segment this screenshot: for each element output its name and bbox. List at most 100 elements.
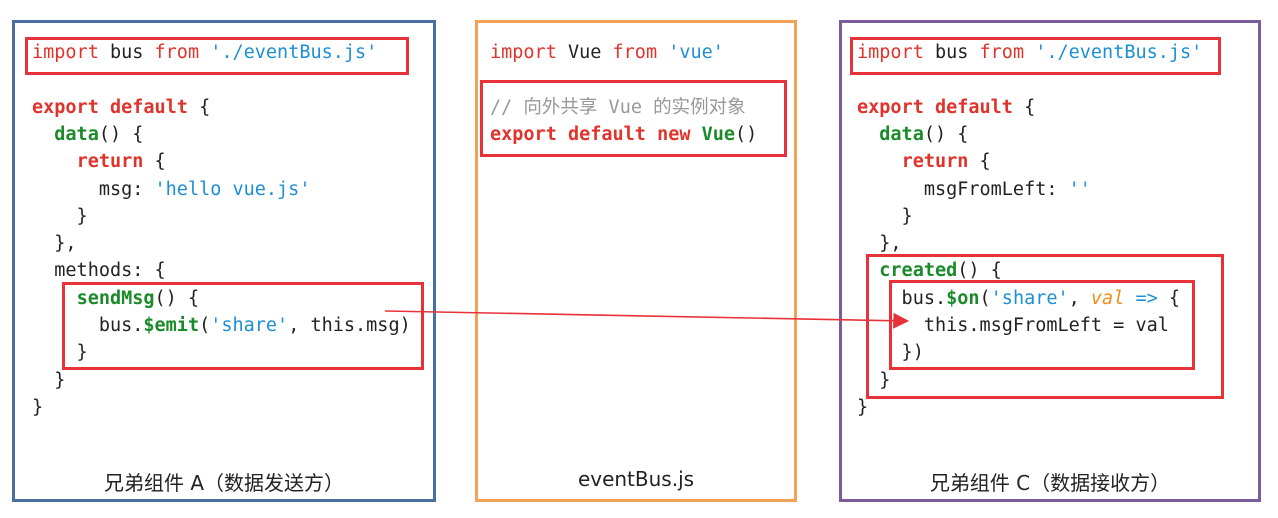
code-token: export default new [490, 123, 691, 145]
code-token: methods: { [32, 260, 166, 282]
code-token: { [1012, 96, 1036, 118]
code-token: './eventBus.js' [1035, 42, 1203, 63]
receiver-code-line: import bus from './eventBus.js' [857, 42, 1202, 64]
code-token: }, [857, 233, 902, 255]
code-token: { [187, 96, 211, 118]
code-token: data [54, 123, 99, 145]
code-token: '' [1068, 178, 1091, 200]
sender-code-line: }, [32, 233, 77, 255]
receiver-code-line: msgFromLeft: '' [857, 179, 1091, 201]
code-token: export default [32, 96, 188, 118]
code-token: from [612, 42, 658, 63]
receiver-code-line: } [857, 206, 913, 228]
code-token: export default [857, 96, 1013, 118]
receiver-code-line: bus.$on('share', val => { [857, 287, 1181, 310]
sender-code-line: } [32, 397, 43, 419]
code-token: { [143, 151, 166, 173]
sender-code-line: data() { [32, 124, 143, 146]
code-token: val [1090, 287, 1125, 309]
code-token: bus. [857, 287, 947, 309]
event-bus-code-line: // 向外共享 Vue 的实例对象 [490, 97, 746, 119]
code-token: , [1068, 287, 1091, 309]
send-method-highlight [62, 282, 424, 370]
code-token: }) [857, 342, 924, 364]
code-token [857, 124, 879, 145]
code-token: msgFromLeft: [857, 178, 1069, 200]
on-listener-highlight [889, 280, 1195, 370]
code-token: msg: [32, 178, 155, 200]
code-token: } [32, 205, 88, 227]
code-token: this.msgFromLeft = val [857, 315, 1169, 336]
sender-code-line: export default { [32, 97, 210, 119]
receiver-code-line: created() { [857, 260, 1002, 282]
code-token: ( [199, 315, 211, 336]
event-bus-panel [475, 20, 797, 502]
code-token: { [968, 151, 991, 173]
sender-code-line: return { [32, 151, 166, 173]
code-token: created [879, 260, 958, 282]
code-token: $emit [143, 315, 200, 336]
import-highlight-a [25, 37, 409, 75]
sender-component-panel [12, 20, 436, 502]
code-token: } [32, 396, 44, 418]
code-token [32, 124, 54, 145]
receiver-code-line: } [857, 397, 868, 419]
receiver-code-line: this.msgFromLeft = val [857, 315, 1169, 337]
code-token: Vue [701, 123, 736, 145]
event-bus-code-line: export default new Vue() [490, 124, 757, 146]
code-token [32, 151, 77, 172]
export-vue-highlight [480, 80, 787, 157]
created-hook-highlight [866, 254, 1224, 399]
code-token: } [32, 342, 88, 364]
code-token: './eventBus.js' [210, 42, 378, 63]
code-token: ( [979, 287, 991, 309]
code-token: import [490, 42, 557, 63]
code-token: 'hello vue.js' [154, 178, 311, 200]
receiver-caption: 兄弟组件 C（数据接收方） [929, 471, 1171, 495]
code-token: }, [32, 233, 77, 255]
receiver-code-line: }, [857, 233, 902, 255]
code-token: () { [957, 260, 1002, 282]
code-token: return [76, 151, 144, 173]
event-bus-code-line: import Vue from 'vue' [490, 42, 724, 64]
sender-caption: 兄弟组件 A（数据发送方） [103, 471, 345, 495]
code-token: 'share' [210, 315, 289, 336]
code-token: () { [98, 123, 144, 145]
sender-code-line: methods: { [32, 260, 166, 282]
code-token: } [857, 205, 913, 227]
code-token: data [879, 123, 924, 145]
code-token: { [1157, 287, 1181, 309]
code-token: bus [923, 42, 980, 63]
code-token: from [979, 42, 1025, 63]
code-token: 'vue' [668, 42, 724, 63]
receiver-code-line: export default { [857, 97, 1035, 119]
code-token: } [857, 396, 869, 418]
sender-code-line: sendMsg() { [32, 287, 200, 310]
code-token: => [1135, 287, 1158, 309]
code-token [657, 42, 668, 63]
code-token: bus [98, 42, 155, 63]
sender-code-line: } [32, 370, 65, 392]
sender-code-line: } [32, 342, 88, 364]
sender-code-line: import bus from './eventBus.js' [32, 42, 377, 64]
code-token: () [735, 123, 758, 145]
code-token: } [857, 369, 891, 391]
receiver-code-line: return { [857, 151, 991, 173]
code-token: () { [923, 123, 969, 145]
code-token: 'share' [990, 287, 1069, 309]
code-token: $on [946, 287, 980, 309]
code-token: // 向外共享 Vue 的实例对象 [490, 96, 746, 118]
code-token [857, 151, 902, 172]
code-token: from [154, 42, 200, 63]
sender-code-line: } [32, 206, 88, 228]
import-highlight-c [850, 37, 1221, 75]
code-token: import [32, 42, 99, 63]
code-token: bus. [32, 315, 144, 336]
code-token: } [32, 369, 66, 391]
sender-code-line: msg: 'hello vue.js' [32, 178, 311, 201]
code-token: import [857, 42, 924, 63]
event-bus-caption: eventBus.js [577, 467, 695, 491]
code-token: sendMsg [76, 287, 155, 309]
receiver-code-line: } [857, 370, 890, 392]
receiver-code-line: data() { [857, 124, 968, 146]
